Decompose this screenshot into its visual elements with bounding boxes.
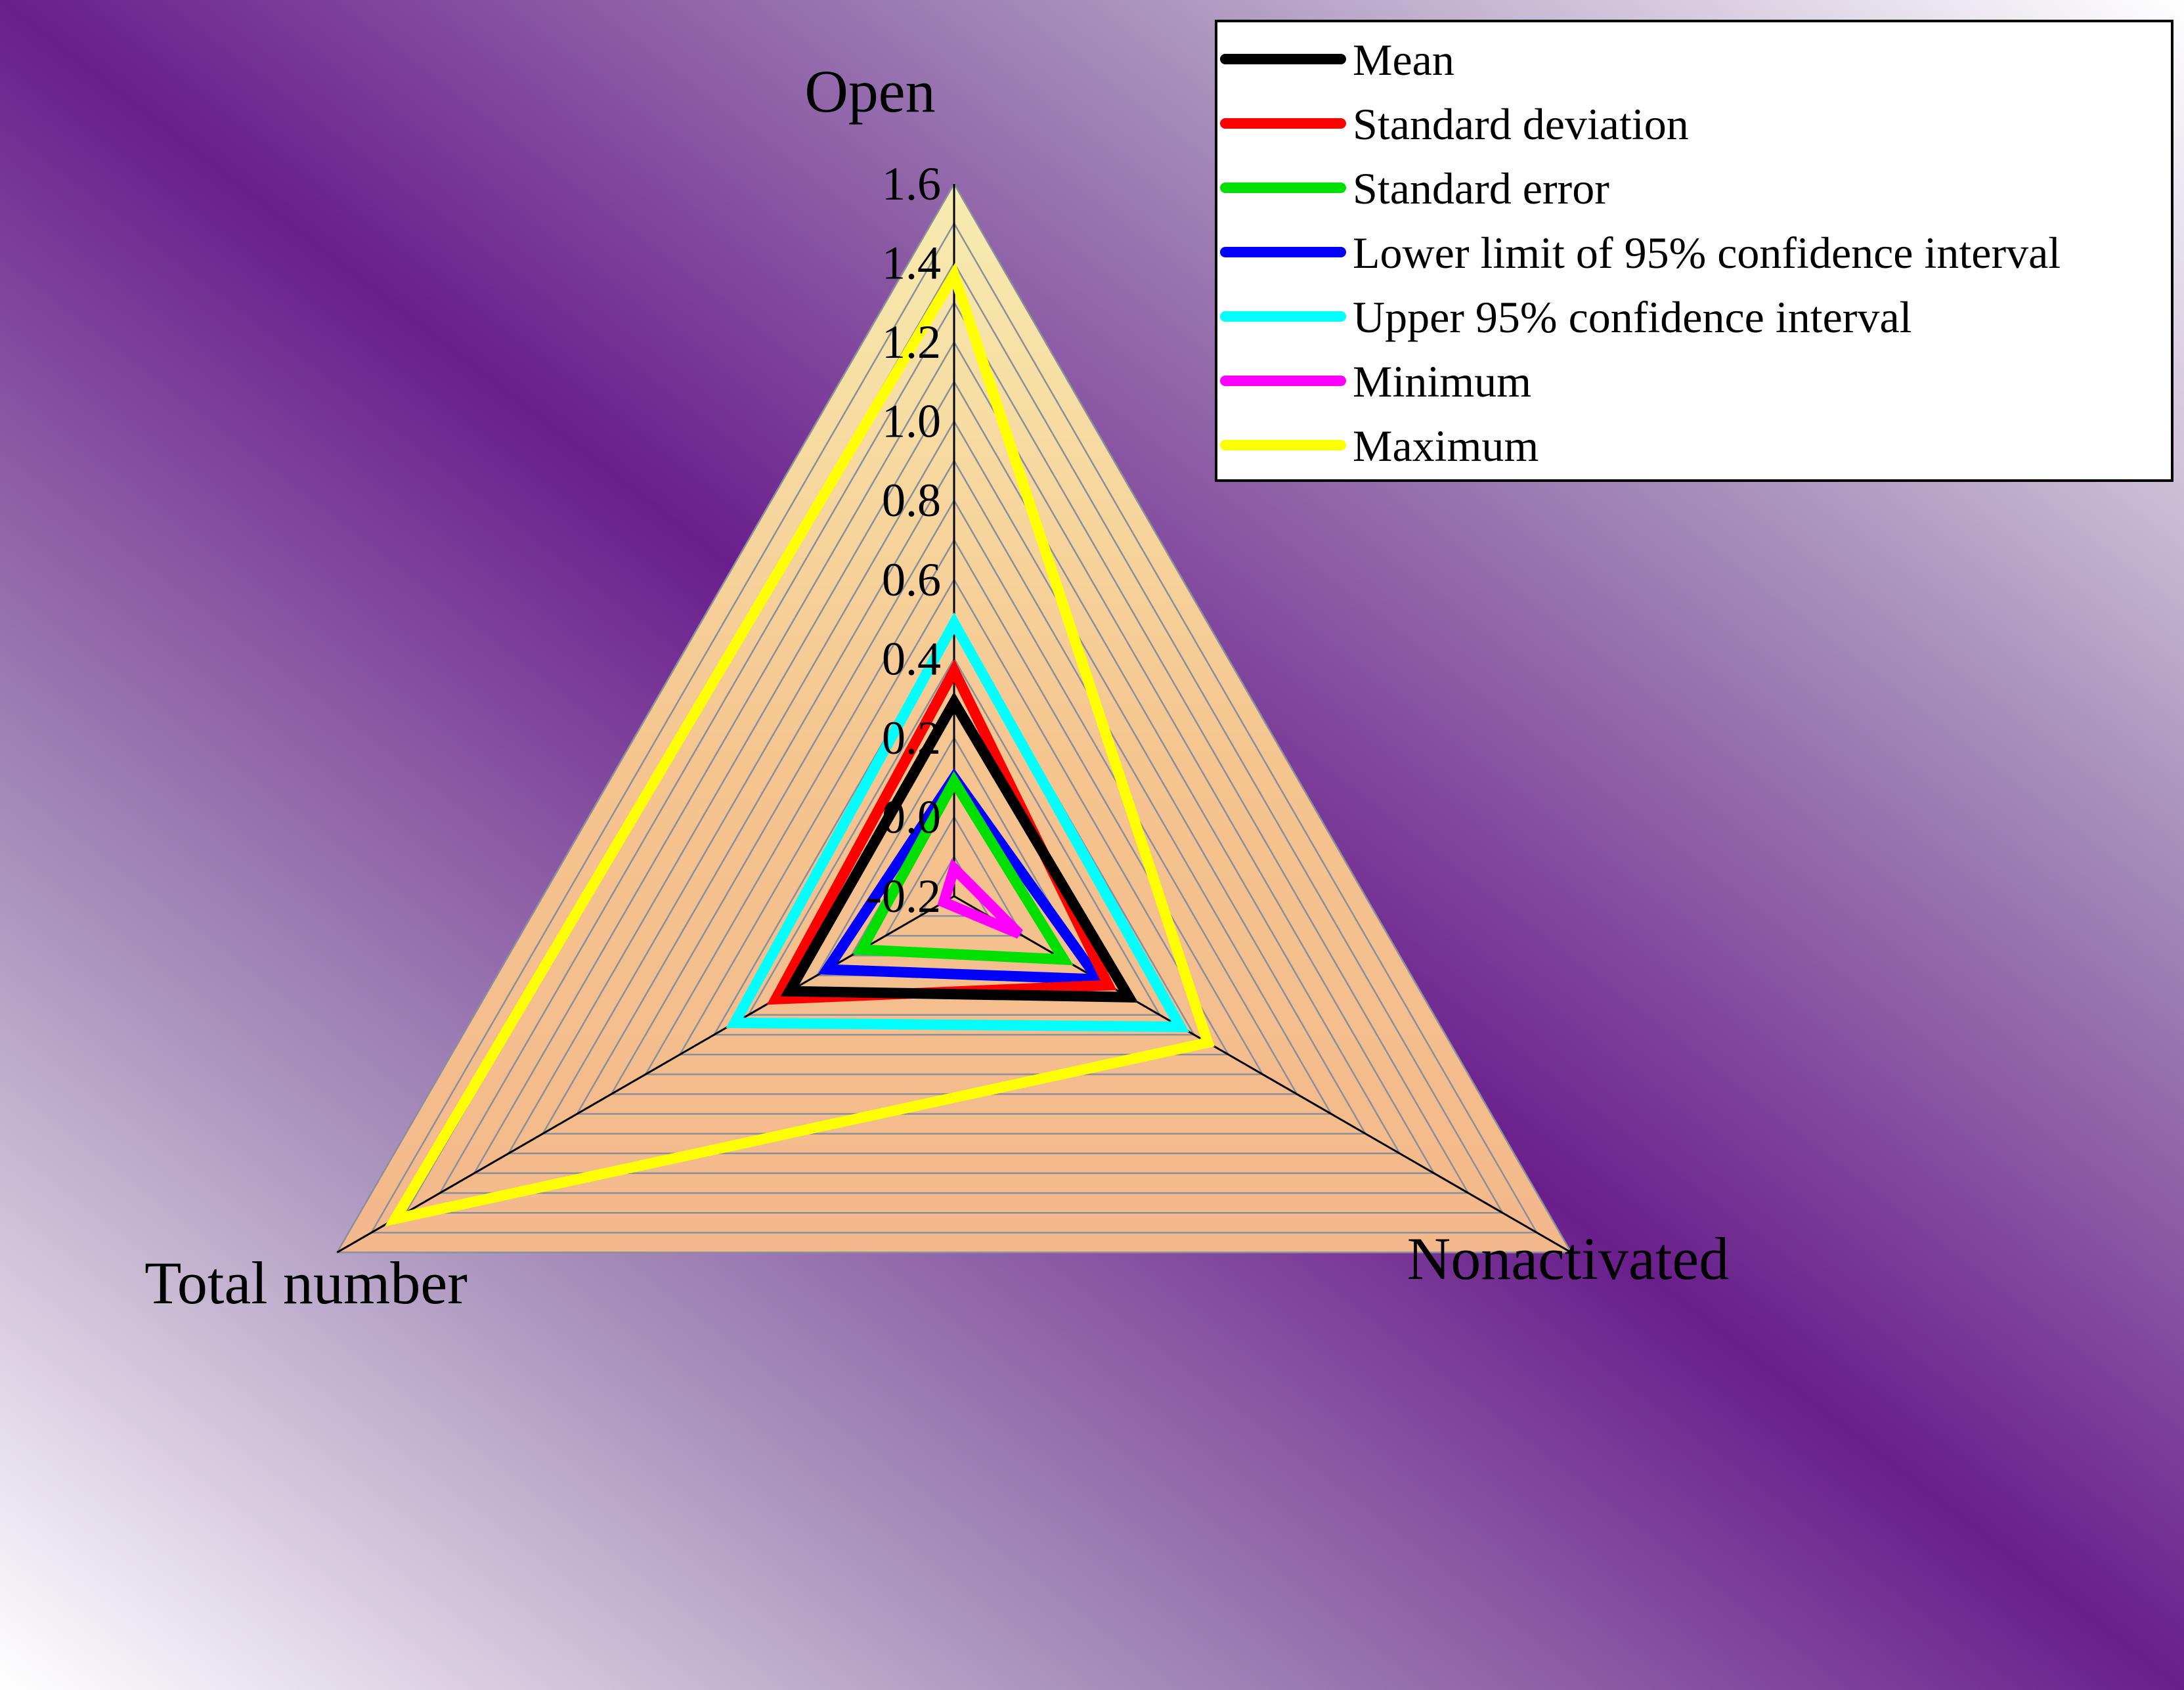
grid-line	[438, 301, 1470, 1194]
legend-entry[interactable]: Standard error	[1353, 163, 1609, 213]
grid-line	[575, 459, 1333, 1115]
axis-label: Nonactivated	[1407, 1225, 1729, 1292]
tick-label: 1.4	[882, 237, 941, 290]
legend-entry[interactable]: Lower limit of 95% confidence interval	[1353, 228, 2061, 278]
grid-line	[678, 578, 1230, 1056]
tick-label: 0.6	[882, 553, 941, 606]
tick-label: 1.6	[882, 158, 941, 210]
series-line	[726, 612, 1190, 1033]
series-layer	[384, 262, 1215, 1227]
axis-spoke	[336, 895, 955, 1253]
series-line	[780, 691, 1139, 1003]
tick-label: 1.0	[882, 395, 941, 448]
series-line	[818, 768, 1109, 986]
grid-line	[507, 379, 1401, 1155]
legend-box	[1215, 20, 2173, 482]
grid-line	[747, 657, 1162, 1016]
tick-label: 1.2	[882, 316, 941, 368]
series-line	[937, 858, 1023, 939]
tick-label: 0.2	[882, 712, 941, 764]
tick-label: -0.2	[866, 870, 941, 922]
tick-label: 0.0	[882, 791, 941, 843]
grid-line	[644, 538, 1264, 1075]
series-line	[384, 262, 1215, 1227]
legend-entry[interactable]: Mean	[1353, 35, 1454, 85]
axis-label: Open	[804, 58, 935, 125]
plot-area	[336, 182, 1573, 1253]
grid-line	[884, 815, 1024, 937]
grid-line	[473, 340, 1435, 1175]
grid-line	[336, 182, 1573, 1253]
series-line	[852, 771, 1074, 966]
tick-label: 0.8	[882, 474, 941, 527]
legend-entry[interactable]: Upper 95% confidence interval	[1353, 292, 1912, 342]
legend-entry[interactable]: Maximum	[1353, 421, 1539, 471]
legend-entry[interactable]: Minimum	[1353, 357, 1531, 406]
legend-entry[interactable]: Standard deviation	[1353, 99, 1689, 149]
grid-line	[370, 221, 1539, 1234]
radial-tick-labels: -0.2 0.0 0.2 0.4 0.6 0.8 1.0 1.2 1.4 1.6	[866, 158, 941, 922]
grid-line	[541, 420, 1367, 1135]
tick-label: 0.4	[882, 632, 941, 685]
axis-label: Total number	[144, 1249, 468, 1316]
